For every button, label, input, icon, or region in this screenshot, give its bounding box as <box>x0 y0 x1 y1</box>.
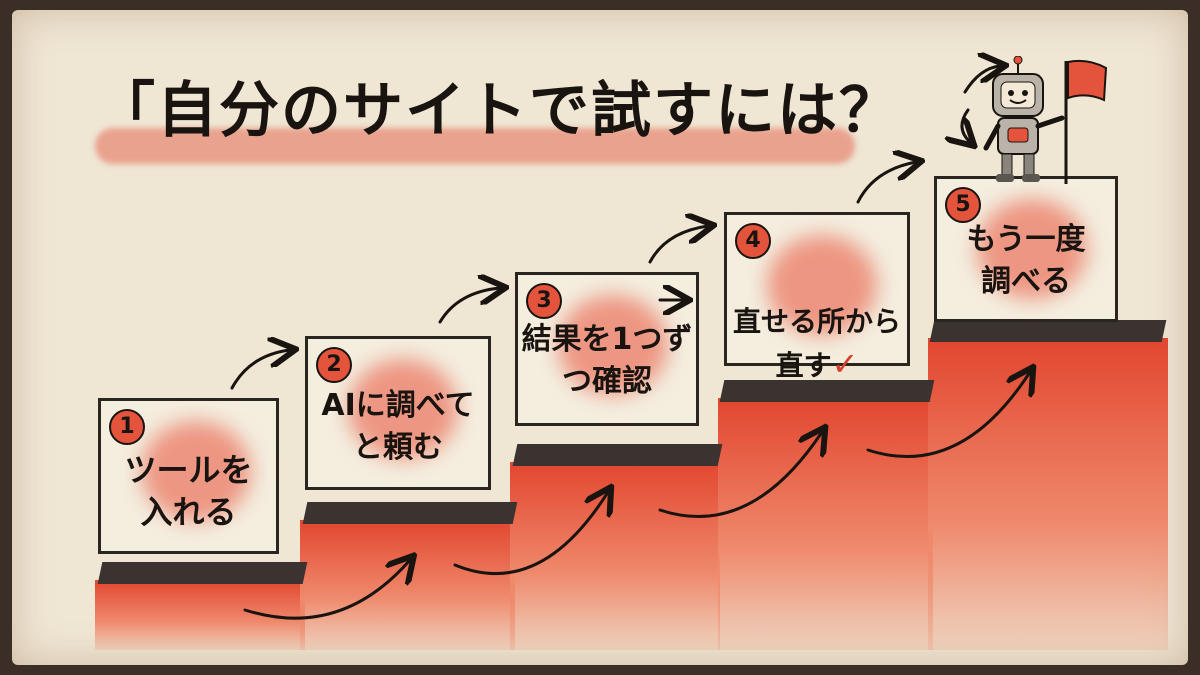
arrow-icon <box>866 372 1030 458</box>
step-label-4: 直せる所から 直す✓ <box>727 259 907 387</box>
step-card-4: 4 直せる所から 直す✓ <box>724 212 910 383</box>
arrow-icon <box>658 432 822 518</box>
robot-icon <box>983 56 1108 184</box>
step-label-4-text: 直せる所から 直す <box>732 305 901 382</box>
step-label-5: もう一度 調べる <box>966 222 1086 299</box>
step-number-4: 4 <box>735 223 771 259</box>
arrow-icon <box>963 66 1000 94</box>
step-number-2: 2 <box>316 347 352 383</box>
step-number-5: 5 <box>945 187 981 223</box>
step-number-1: 1 <box>109 409 145 445</box>
arrow-icon <box>962 108 970 142</box>
step-card-2: 2 AIに調べて と頼む <box>305 336 491 490</box>
step-label-2: AIに調べて と頼む <box>321 388 475 465</box>
page-title: 「自分のサイトで試すには？ <box>95 76 901 146</box>
arrow-icon <box>648 226 708 264</box>
arrow-icon <box>453 492 608 575</box>
step-label-1: ツールを 入れる <box>124 451 253 531</box>
arrow-icon <box>856 162 916 204</box>
check-icon: ✓ <box>831 345 859 383</box>
title-brush-stroke <box>95 128 855 164</box>
arrow-icon <box>243 560 410 620</box>
stair-face-5 <box>928 338 1168 650</box>
arrow-icon <box>438 288 500 324</box>
step-number-3: 3 <box>526 283 562 319</box>
step-label-3: 結果を1つず つ確認 <box>521 322 693 399</box>
arrow-icon <box>230 350 290 390</box>
flag-icon <box>1067 59 1108 102</box>
stair-face-3 <box>510 462 720 650</box>
step-card-5: 5 もう一度 調べる <box>934 176 1118 322</box>
step-card-1: 1 ツールを 入れる <box>98 398 279 554</box>
